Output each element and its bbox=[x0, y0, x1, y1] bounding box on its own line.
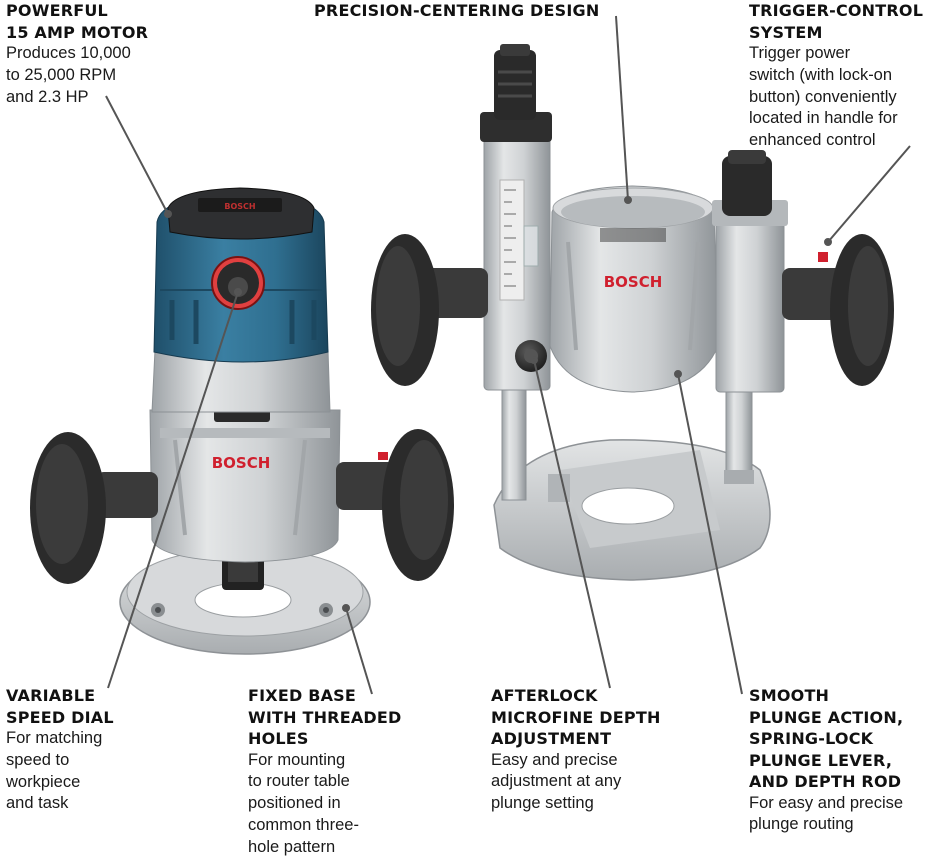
leader-plunge bbox=[677, 373, 743, 695]
leader-afterlock bbox=[533, 359, 611, 689]
callout-afterlock-title: AFTERLOCK MICROFINE DEPTH ADJUSTMENT bbox=[491, 686, 661, 748]
leader-lines bbox=[105, 15, 911, 695]
plunge-base-router: BOSCH bbox=[371, 44, 894, 581]
callout-afterlock-body: Easy and precise adjustment at any plung… bbox=[491, 750, 622, 813]
callout-motor-body: Produces 10,000 to 25,000 RPM and 2.3 HP bbox=[6, 44, 131, 106]
depth-rod-post bbox=[501, 374, 527, 501]
leader-fixed-base bbox=[345, 607, 373, 695]
callout-plunge-title: SMOOTH PLUNGE ACTION, SPRING-LOCK PLUNGE… bbox=[749, 686, 904, 791]
callout-motor: POWERFUL 15 AMP MOTOR Produces 10,000 to… bbox=[6, 0, 196, 108]
speed-dial-knob bbox=[211, 256, 265, 310]
leader-motor bbox=[105, 95, 169, 215]
callout-plunge: SMOOTH PLUNGE ACTION, SPRING-LOCK PLUNGE… bbox=[749, 685, 931, 836]
callout-speed-dial-title: VARIABLE SPEED DIAL bbox=[6, 686, 114, 727]
fixed-base-router: BOSCH BOSCH bbox=[30, 187, 454, 655]
leader-speed-dial bbox=[107, 291, 239, 689]
callout-trigger: TRIGGER-CONTROL SYSTEM Trigger power swi… bbox=[749, 0, 931, 152]
callout-fixed-base-title: FIXED BASE WITH THREADED HOLES bbox=[248, 686, 402, 748]
callout-trigger-body: Trigger power switch (with lock-on butto… bbox=[749, 44, 898, 150]
fixed-right-handle bbox=[336, 429, 454, 581]
callout-fixed-base: FIXED BASE WITH THREADED HOLES For mount… bbox=[248, 685, 428, 858]
callout-speed-dial-body: For matching speed to workpiece and task bbox=[6, 729, 103, 813]
callout-centering-title: PRECISION-CENTERING DESIGN bbox=[314, 1, 600, 20]
leader-centering bbox=[615, 15, 629, 201]
brand-logo-left: BOSCH bbox=[212, 454, 271, 472]
callout-trigger-title: TRIGGER-CONTROL SYSTEM bbox=[749, 1, 924, 42]
callout-centering: PRECISION-CENTERING DESIGN bbox=[314, 0, 614, 22]
callout-afterlock: AFTERLOCK MICROFINE DEPTH ADJUSTMENT Eas… bbox=[491, 685, 691, 815]
leader-trigger bbox=[827, 145, 911, 243]
svg-text:BOSCH: BOSCH bbox=[224, 202, 255, 211]
afterlock-knob bbox=[515, 340, 547, 372]
fixed-left-handle bbox=[30, 432, 158, 584]
callout-plunge-body: For easy and precise plunge routing bbox=[749, 793, 904, 834]
plunge-left-handle bbox=[371, 234, 488, 386]
brand-logo-right: BOSCH bbox=[604, 273, 663, 291]
plunge-right-handle bbox=[782, 234, 894, 386]
callout-motor-title: POWERFUL 15 AMP MOTOR bbox=[6, 1, 149, 42]
callout-fixed-base-body: For mounting to router table positioned … bbox=[248, 750, 359, 856]
callout-speed-dial: VARIABLE SPEED DIAL For matching speed t… bbox=[6, 685, 166, 815]
